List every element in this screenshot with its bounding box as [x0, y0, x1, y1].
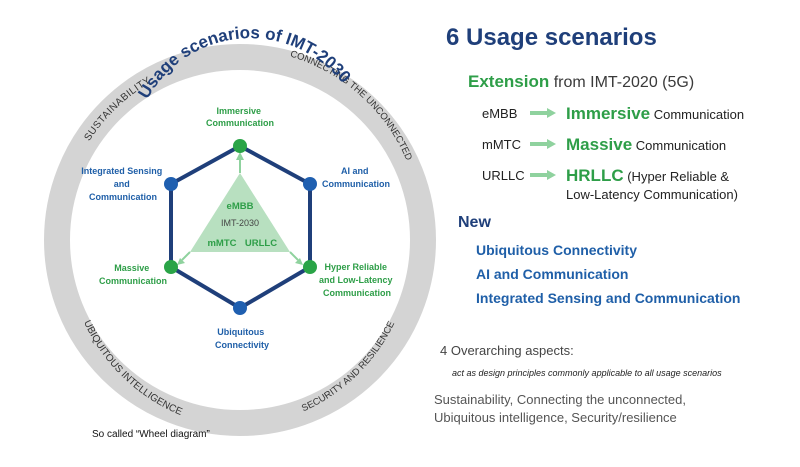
node-hrllc-dot — [303, 260, 317, 274]
core-arrows — [177, 152, 303, 265]
panel-title: 6 Usage scenarios — [446, 24, 657, 51]
node-hrllc-label: Hyper Reliable and Low-Latency Communica… — [319, 262, 395, 298]
arrow-right-icon — [530, 170, 556, 180]
outer-ring — [44, 44, 436, 436]
mapping-new: Immersive Communication — [566, 104, 745, 123]
arrow-right-icon — [530, 108, 556, 118]
mapping-new-cont: Low-Latency Communication) — [566, 187, 738, 202]
extension-rest: from IMT-2020 (5G) — [549, 74, 695, 91]
extension-line: Extension from IMT-2020 (5G) — [468, 72, 694, 92]
node-massive-label: Massive Communication — [99, 263, 167, 286]
node-ai-dot — [303, 177, 317, 191]
node-immersive-label: Immersive Communication — [206, 106, 274, 128]
extension-word: Extension — [468, 72, 550, 91]
core-triangle — [190, 173, 290, 252]
node-sensing-dot — [164, 177, 178, 191]
new-heading: New — [458, 214, 491, 231]
node-ai-label: AI and Communication — [322, 166, 390, 189]
new-item: Integrated Sensing and Communication — [476, 290, 741, 306]
mapping-row-urllc: URLLC HRLLC (Hyper Reliable & Low-Latenc… — [472, 166, 792, 206]
node-ubiquitous-dot — [233, 301, 247, 315]
overarching-heading: 4 Overarching aspects: — [440, 343, 574, 358]
core-mmtc: mMTC — [207, 238, 236, 249]
new-item: AI and Communication — [476, 266, 629, 282]
core-imt: IMT-2030 — [221, 218, 259, 228]
arrow-right-icon — [530, 139, 556, 149]
overarching-subtitle: act as design principles commonly applic… — [452, 368, 722, 378]
diagram-caption: So called “Wheel diagram” — [92, 429, 210, 440]
node-massive-dot — [164, 260, 178, 274]
mapping-old: URLLC — [482, 168, 525, 183]
mapping-new: HRLLC (Hyper Reliable & — [566, 166, 730, 185]
node-ubiquitous-label: Ubiquitous Connectivity — [215, 327, 269, 350]
aspects-line: Ubiquitous intelligence, Security/resili… — [434, 410, 677, 425]
mapping-new: Massive Communication — [566, 135, 727, 154]
aspects-line: Sustainability, Connecting the unconnect… — [434, 392, 686, 407]
wheel-diagram: SUSTAINABILITY CONNECTING THE UNCONNECTE… — [44, 23, 436, 436]
node-sensing-label: Integrated Sensing and Communication — [81, 166, 165, 202]
mapping-row-mmtc: mMTC Massive Communication — [472, 135, 792, 157]
core-embb: eMBB — [227, 201, 254, 212]
core-urllc: URLLC — [245, 238, 277, 249]
mapping-row-embb: eMBB Immersive Communication — [472, 104, 792, 126]
new-item: Ubiquitous Connectivity — [476, 242, 637, 258]
mapping-old: eMBB — [482, 106, 518, 121]
mapping-old: mMTC — [482, 137, 521, 152]
node-immersive-dot — [233, 139, 247, 153]
